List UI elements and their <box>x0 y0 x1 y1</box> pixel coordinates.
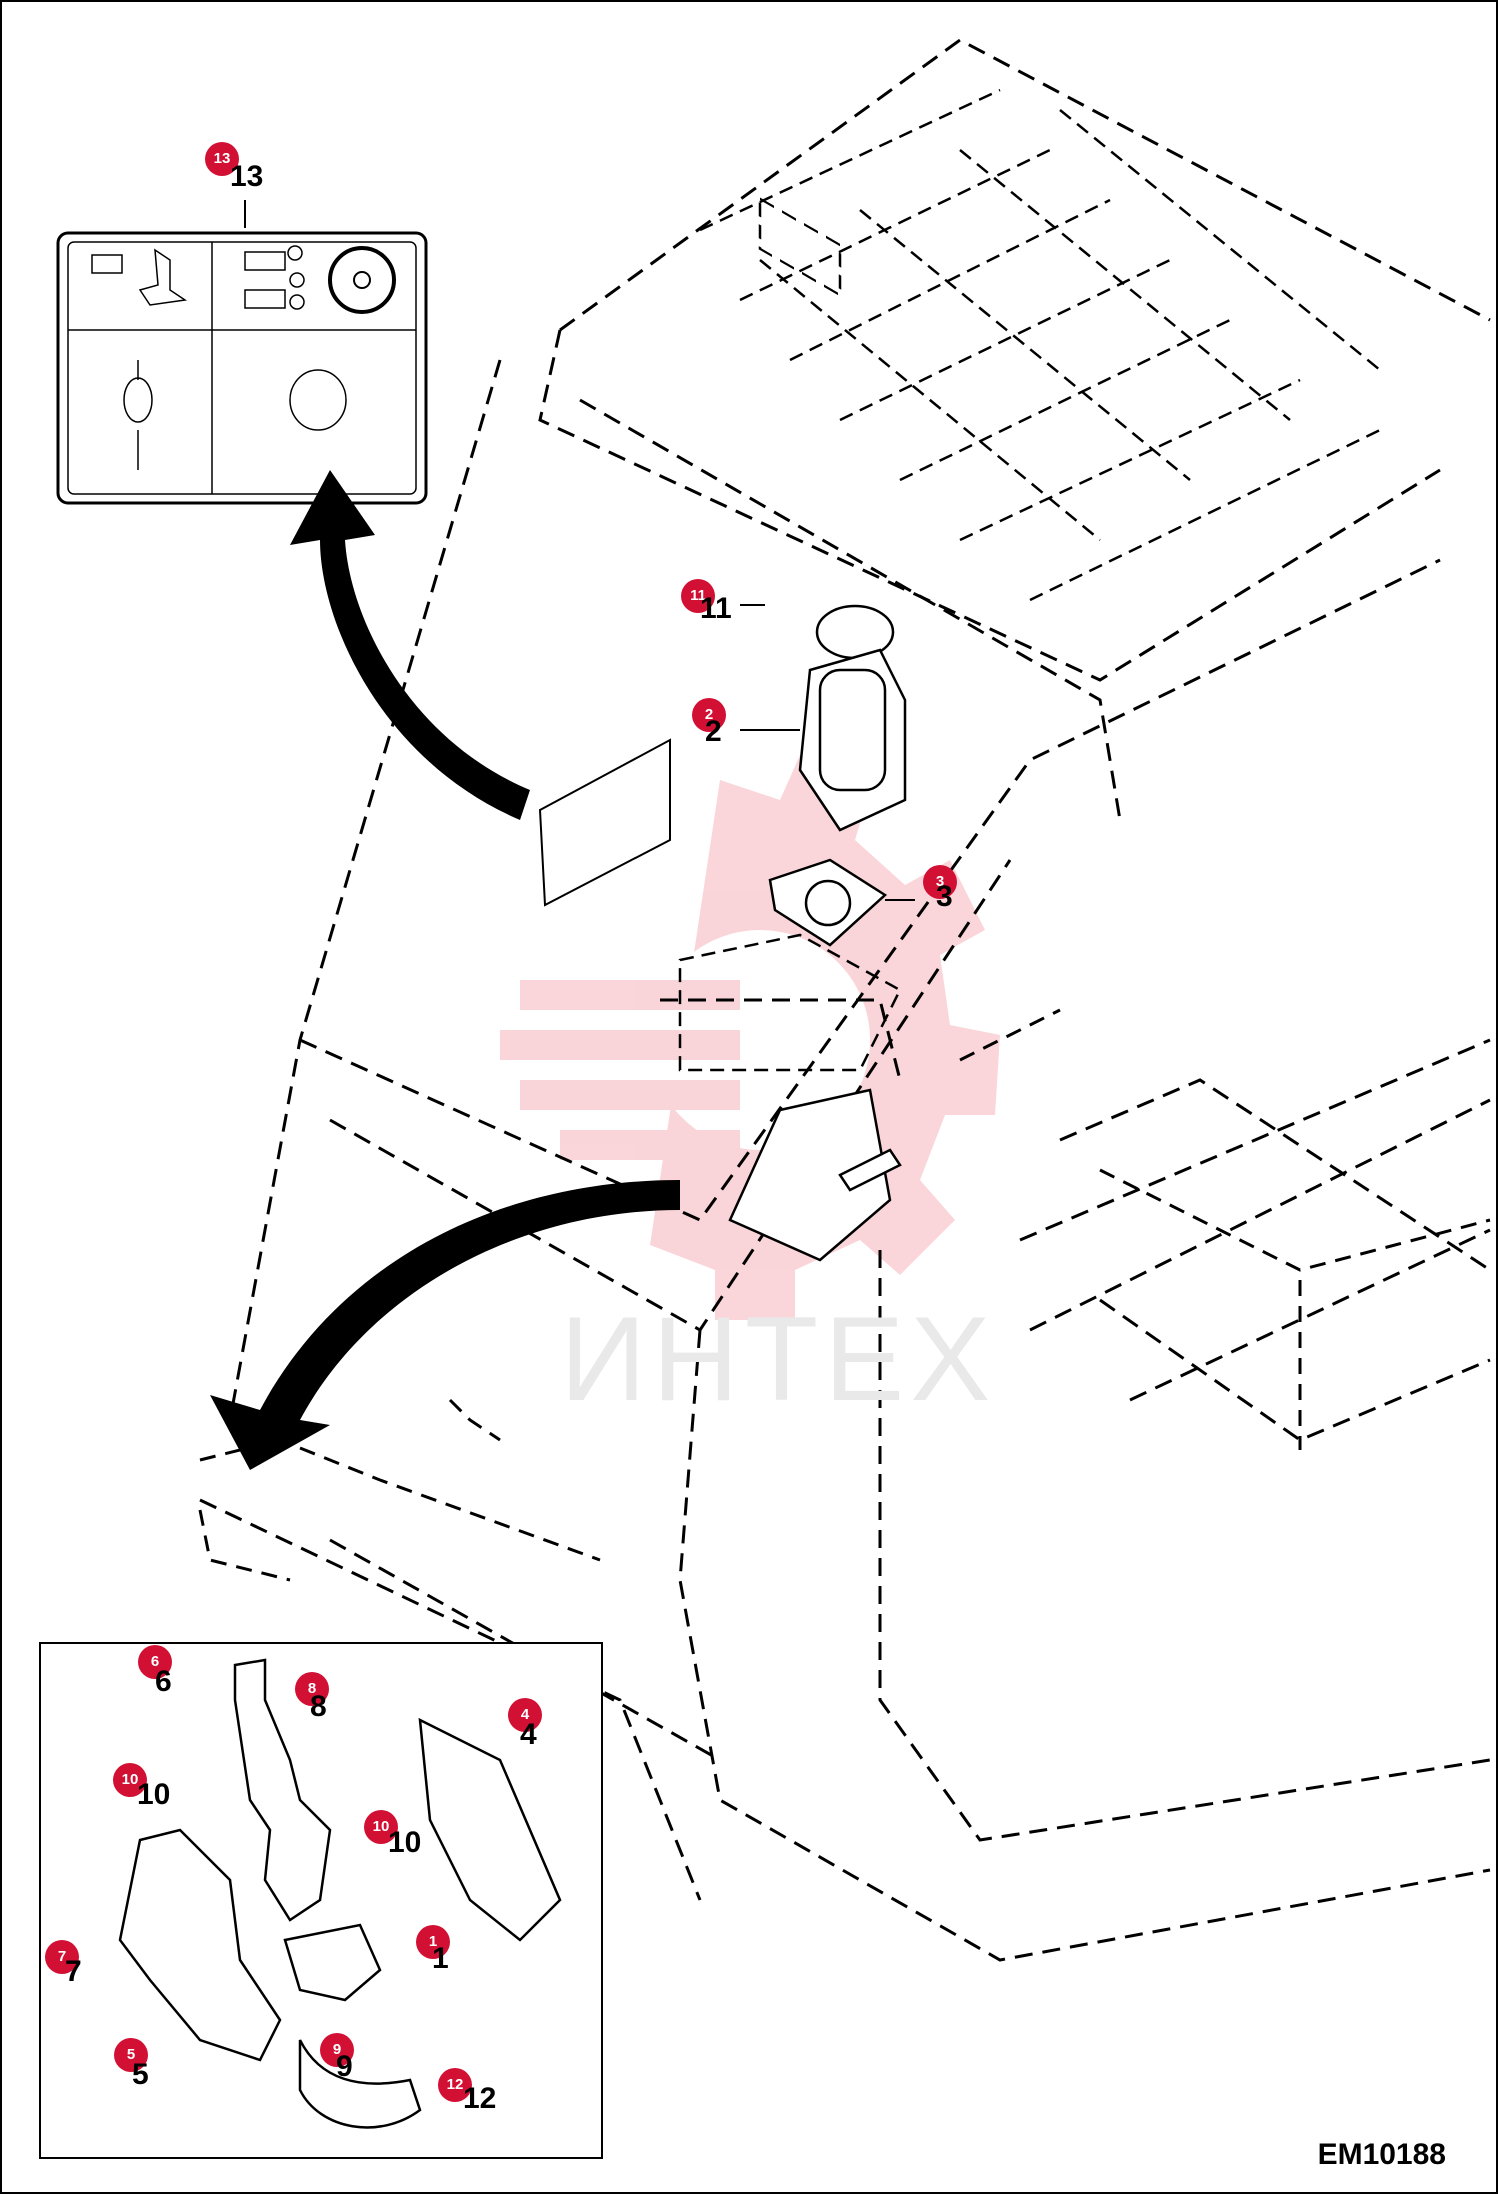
part-number-7: 7 <box>65 1955 82 1988</box>
loader-icon <box>244 251 286 309</box>
joystick-icon <box>138 248 188 306</box>
callout-5[interactable]: 5 <box>114 2038 148 2072</box>
part-number-1: 1 <box>432 1942 449 1975</box>
part-number-10-right: 10 <box>388 1826 422 1859</box>
callout-10-left[interactable]: 10 <box>113 1763 147 1797</box>
callout-9[interactable]: 9 <box>320 2033 354 2067</box>
callout-3[interactable]: 3 <box>923 865 957 899</box>
callout-10-right[interactable]: 10 <box>364 1810 398 1844</box>
callout-12[interactable]: 12 <box>438 2068 472 2102</box>
callout-11[interactable]: 11 <box>681 579 715 613</box>
decal-location <box>538 738 671 907</box>
joystick-assembly <box>678 604 907 1262</box>
callout-13[interactable]: 13 <box>205 142 239 176</box>
arrow-icon <box>210 470 680 1470</box>
part-number-6: 6 <box>155 1665 172 1698</box>
part-number-3: 3 <box>936 880 953 913</box>
inset-box-icon <box>39 1642 603 2159</box>
watermark-gear-icon <box>500 755 1000 1320</box>
part-number-2: 2 <box>705 715 722 748</box>
part-number-8: 8 <box>310 1690 327 1723</box>
part-number-9: 9 <box>336 2050 353 2083</box>
steering-wheel-icon <box>328 246 396 314</box>
figure-id: EM10188 <box>1317 2138 1446 2171</box>
callout-1[interactable]: 1 <box>416 1925 450 1959</box>
manual-book-icon <box>91 254 123 274</box>
control-decal <box>56 231 428 505</box>
callout-7[interactable]: 7 <box>45 1940 79 1974</box>
part-number-10-left: 10 <box>137 1778 171 1811</box>
part-number-5: 5 <box>132 2058 149 2091</box>
cab-frame <box>199 38 1491 1962</box>
callout-6[interactable]: 6 <box>138 1645 172 1679</box>
part-number-4: 4 <box>520 1718 537 1751</box>
part-number-11: 11 <box>700 592 732 625</box>
part-number-13: 13 <box>230 160 264 193</box>
callout-2[interactable]: 2 <box>692 698 726 732</box>
roof-grille <box>699 88 1381 602</box>
callout-4[interactable]: 4 <box>508 1698 542 1732</box>
callout-8[interactable]: 8 <box>295 1672 329 1706</box>
watermark: ИНТЕХ <box>560 1292 997 1426</box>
part-number-12: 12 <box>463 2082 497 2115</box>
